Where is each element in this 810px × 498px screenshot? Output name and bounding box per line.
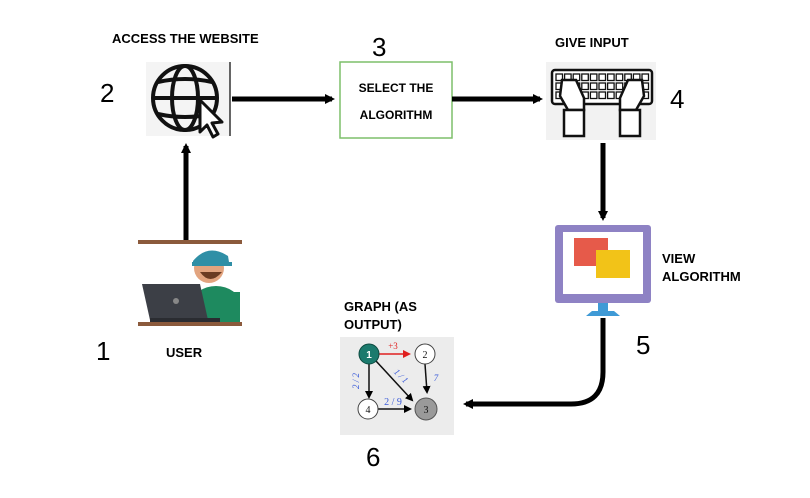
select-algorithm-box: [339, 61, 453, 139]
monitor-icon: [555, 225, 651, 316]
keyboard-key: [555, 73, 564, 82]
step3-line1: SELECT THE: [359, 81, 434, 95]
step3-line2: ALGORITHM: [360, 108, 433, 122]
keyboard-key: [589, 91, 598, 100]
globe-cursor-icon: [146, 62, 231, 139]
edge-2-3: [422, 363, 431, 394]
step5-line1: VIEW: [662, 251, 696, 266]
keyboard-key: [581, 73, 589, 82]
edge-label-2-3: 7: [434, 373, 439, 383]
step2-number: 2: [100, 78, 115, 108]
step4-number: 4: [670, 84, 685, 114]
keyboard-key: [598, 82, 607, 91]
keyboard-key: [598, 73, 607, 82]
step5-number: 5: [636, 330, 651, 360]
edge-label-1-4: 2 / 2: [351, 373, 361, 390]
keyboard-key: [589, 82, 598, 91]
graph-node-2: [414, 343, 436, 365]
keyboard-key: [615, 82, 624, 91]
step5-line2: ALGORITHM: [662, 269, 741, 284]
step1-number: 1: [96, 336, 111, 366]
keyboard-key: [581, 82, 589, 91]
step3-number: 3: [372, 32, 387, 62]
keyboard-key: [598, 91, 607, 100]
output-graph: +3 1 / 1 2 / 2 7 2 / 9 1 2 3 4: [340, 337, 454, 435]
graph-node-1: [358, 343, 380, 365]
step6-number: 6: [366, 442, 381, 472]
step6-line1: GRAPH (AS: [344, 299, 417, 314]
graph-node-4: [357, 398, 379, 420]
arrow-view-to-graph: [463, 318, 606, 409]
keyboard-key: [589, 73, 598, 82]
user-laptop-icon: [138, 240, 242, 326]
graph-node-3-label: 3: [424, 405, 429, 416]
keyboard-key: [606, 82, 615, 91]
edge-1-3: [375, 360, 414, 402]
keyboard-hands-icon: [546, 62, 656, 140]
step4-label: GIVE INPUT: [555, 35, 629, 50]
graph-node-2-label: 2: [423, 350, 428, 361]
edge-label-1-2: +3: [388, 341, 398, 351]
graph-node-3: [414, 397, 438, 421]
step1-label: USER: [166, 345, 203, 360]
keyboard-key: [606, 73, 615, 82]
graph-node-1-label: 1: [366, 350, 372, 361]
keyboard-key: [615, 73, 624, 82]
step6-line2: OUTPUT): [344, 317, 402, 332]
keyboard-key: [606, 91, 615, 100]
keyboard-key: [641, 73, 650, 82]
graph-node-4-label: 4: [366, 405, 371, 416]
step2-label: ACCESS THE WEBSITE: [112, 31, 259, 46]
edge-label-4-3: 2 / 9: [384, 397, 402, 408]
